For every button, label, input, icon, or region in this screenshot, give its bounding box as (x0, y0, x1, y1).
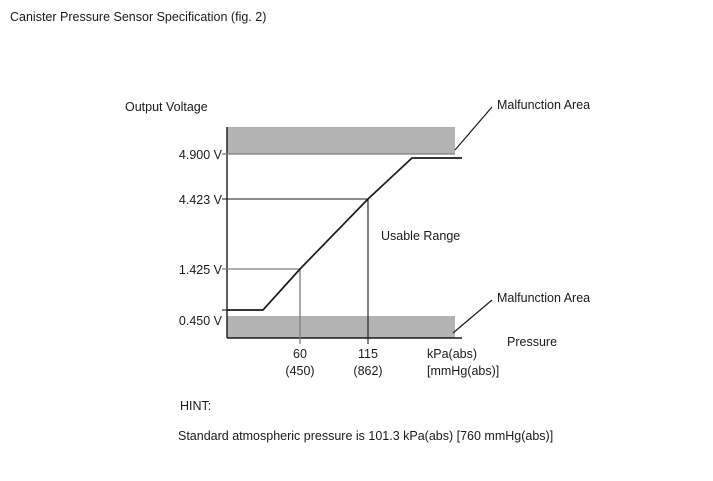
y-tick-label-0450: 0.450 V (179, 314, 223, 328)
x-tick-sublabel-60: (450) (285, 364, 314, 378)
hint-block: HINT: Standard atmospheric pressure is 1… (178, 399, 554, 443)
y-tick-label-4423: 4.423 V (179, 193, 223, 207)
x-unit-secondary: [mmHg(abs)] (427, 364, 499, 378)
malfunction-area-upper-label: Malfunction Area (497, 98, 590, 112)
malfunction-band-upper (227, 127, 455, 154)
x-tick-sublabel-115: (862) (353, 364, 382, 378)
usable-range-label: Usable Range (381, 229, 460, 243)
x-tick-label-115: 115 (358, 347, 378, 361)
x-tick-label-60: 60 (293, 347, 307, 361)
y-tick-label-4900: 4.900 V (179, 148, 223, 162)
malfunction-upper-leader (454, 106, 493, 151)
malfunction-band-lower (227, 316, 455, 338)
hint-label: HINT: (180, 399, 212, 413)
malfunction-area-lower-label: Malfunction Area (497, 291, 590, 305)
y-tick-label-1425: 1.425 V (179, 263, 223, 277)
x-unit-primary: kPa(abs) (427, 347, 477, 361)
hint-text: Standard atmospheric pressure is 101.3 k… (178, 428, 554, 443)
x-axis-title: Pressure (507, 335, 557, 349)
malfunction-lower-leader (452, 299, 493, 334)
page-title: Canister Pressure Sensor Specification (… (10, 10, 267, 24)
sensor-output-curve (227, 157, 462, 311)
y-axis-title: Output Voltage (125, 100, 208, 114)
